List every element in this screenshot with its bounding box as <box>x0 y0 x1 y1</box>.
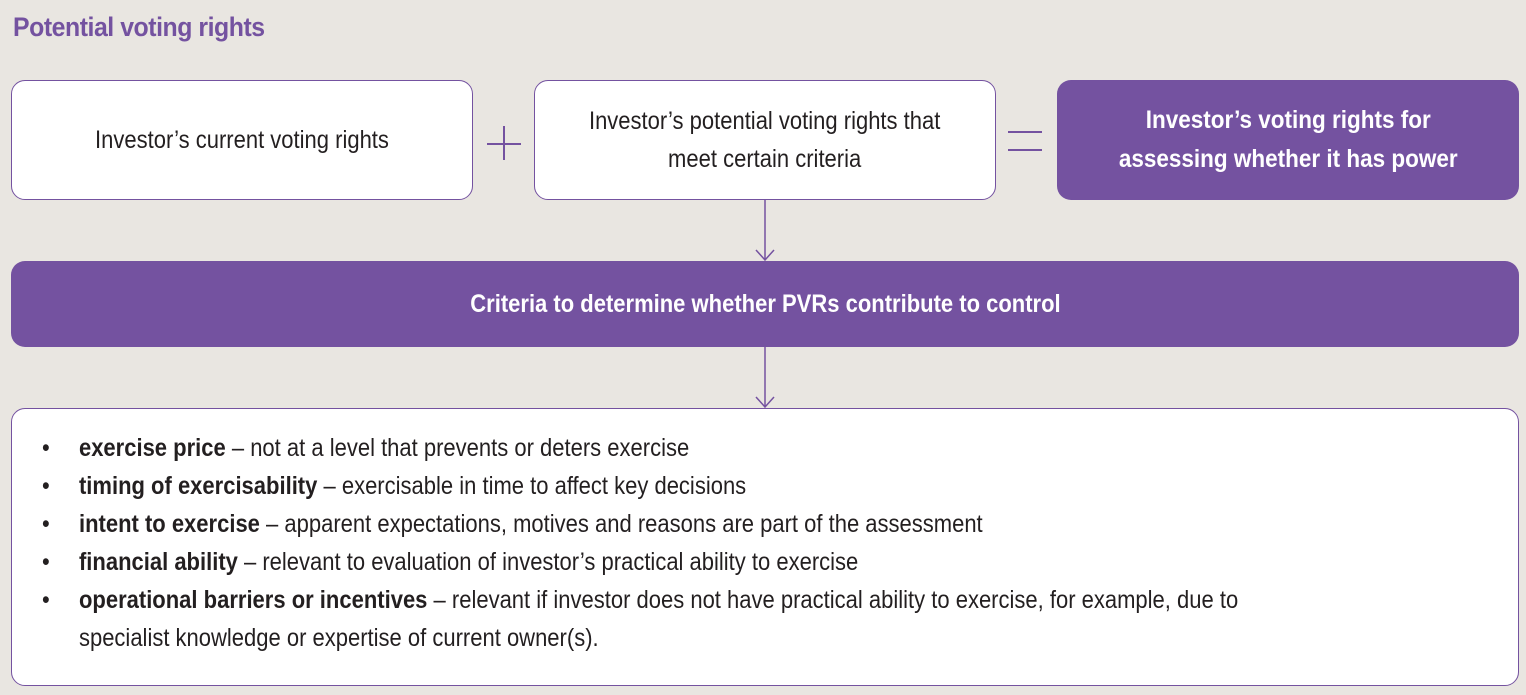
criteria-description: – relevant if investor does not have pra… <box>427 586 1239 614</box>
bullet-icon: • <box>42 472 50 500</box>
criteria-term: timing of exercisability <box>78 472 318 500</box>
result-line2: assessing whether it has power <box>1118 145 1458 173</box>
page-title: Potential voting rights <box>13 12 265 42</box>
current-voting-rights-box: Investor’s current voting rights <box>11 80 473 200</box>
arrow-down-icon <box>755 200 775 262</box>
bullet-icon: • <box>42 548 50 576</box>
criteria-description-continuation: specialist knowledge or expertise of cur… <box>78 624 599 652</box>
criteria-description: – relevant to evaluation of investor’s p… <box>237 548 859 576</box>
potential-voting-rights-line1: Investor’s potential voting rights that <box>589 107 941 135</box>
criteria-term: financial ability <box>78 548 238 576</box>
criteria-description: – not at a level that prevents or deters… <box>225 434 690 462</box>
criteria-term: operational barriers or incentives <box>78 586 428 614</box>
result-voting-rights-label: Investor’s voting rights for assessing w… <box>1119 101 1458 179</box>
criteria-banner: Criteria to determine whether PVRs contr… <box>11 261 1519 347</box>
list-item: • timing of exercisability – exercisable… <box>42 467 1450 505</box>
list-item: • intent to exercise – apparent expectat… <box>42 505 1450 543</box>
criteria-list: • exercise price – not at a level that p… <box>42 429 1518 657</box>
potential-voting-rights-label: Investor’s potential voting rights that … <box>589 102 940 178</box>
potential-voting-rights-line2: meet certain criteria <box>668 145 862 173</box>
result-voting-rights-box: Investor’s voting rights for assessing w… <box>1057 80 1519 200</box>
bullet-icon: • <box>42 434 50 462</box>
bullet-icon: • <box>42 586 50 614</box>
criteria-description: – exercisable in time to affect key deci… <box>317 472 747 500</box>
list-item: • exercise price – not at a level that p… <box>42 429 1450 467</box>
criteria-banner-label: Criteria to determine whether PVRs contr… <box>469 289 1061 318</box>
bullet-icon: • <box>42 510 50 538</box>
criteria-term: exercise price <box>78 434 226 462</box>
arrow-down-icon <box>755 347 775 409</box>
list-item: • financial ability – relevant to evalua… <box>42 543 1450 581</box>
criteria-term: intent to exercise <box>78 510 260 538</box>
current-voting-rights-label: Investor’s current voting rights <box>95 126 389 154</box>
potential-voting-rights-box: Investor’s potential voting rights that … <box>534 80 996 200</box>
criteria-description: – apparent expectations, motives and rea… <box>259 510 983 538</box>
list-item: • operational barriers or incentives – r… <box>42 581 1450 657</box>
result-line1: Investor’s voting rights for <box>1145 106 1431 134</box>
criteria-list-box: • exercise price – not at a level that p… <box>11 408 1519 686</box>
